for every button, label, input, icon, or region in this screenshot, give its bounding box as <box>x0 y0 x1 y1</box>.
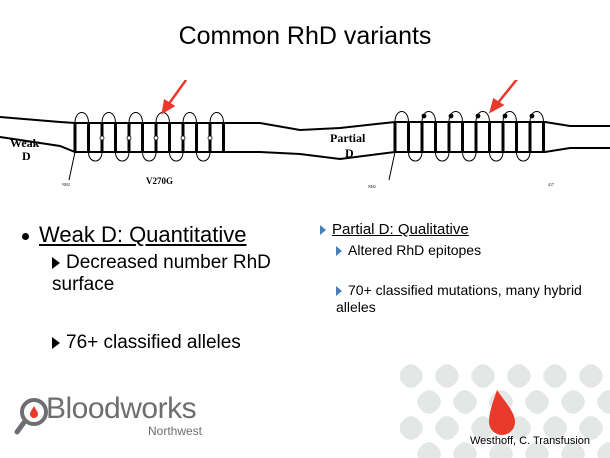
membrane-lines <box>0 116 610 161</box>
mutation-dot <box>126 135 132 141</box>
partial-d-bullet: Partial D: Qualitative <box>320 221 469 238</box>
pattern-droplet <box>579 364 603 388</box>
pattern-droplet <box>597 442 610 458</box>
partial-d-item-2: 70+ classified mutations, many hybrid al… <box>336 282 586 316</box>
pattern-droplet <box>435 364 459 388</box>
droplet-pattern <box>400 364 610 458</box>
partial-d-helices <box>388 111 545 181</box>
item-text: 70+ classified mutations, many hybrid al… <box>336 282 582 315</box>
pattern-droplet <box>525 442 549 458</box>
mutation-dot <box>529 113 535 119</box>
partial-d-heading: Partial D: Qualitative <box>332 221 469 238</box>
pattern-droplet <box>543 416 567 440</box>
triangle-bullet-icon <box>336 286 342 297</box>
pattern-droplet <box>471 364 495 388</box>
pattern-droplet <box>400 364 423 388</box>
pattern-droplet <box>489 442 513 458</box>
citation: Westhoff, C. Transfusion <box>470 435 591 447</box>
item-text: Decreased number RhD surface <box>52 252 271 295</box>
partial-d-label: Partial <box>330 131 366 145</box>
nh2-label-partial: NH2 <box>368 184 376 189</box>
pattern-droplet <box>579 416 603 440</box>
weak-d-heading: Weak D: Quantitative <box>39 222 247 247</box>
weak-d-helices <box>68 112 225 181</box>
c-terminus-label: 417 <box>548 182 554 187</box>
partial-d-label-2: D <box>345 146 354 160</box>
pattern-droplet <box>435 416 459 440</box>
pattern-droplet <box>543 364 567 388</box>
triangle-bullet-icon <box>52 256 60 269</box>
bloodworks-logo-icon <box>14 398 48 435</box>
triangle-bullet-icon <box>336 246 342 257</box>
arrow-weak-d <box>161 80 188 115</box>
v270g-label: V270G <box>146 176 173 186</box>
rhd-membrane-diagram: Weak D Partial D V270G NH2 NH2 417 <box>0 80 610 189</box>
weak-d-bullet: Weak D: Quantitative <box>22 222 246 248</box>
logo-subtitle: Northwest <box>148 424 203 438</box>
pattern-droplet <box>417 442 441 458</box>
partial-d-item-1: Altered RhD epitopes <box>336 242 481 258</box>
mutation-dot <box>448 113 454 119</box>
arrow-partial-d <box>489 80 518 114</box>
mutation-dot <box>180 135 186 141</box>
weak-d-item-2: 76+ classified alleles <box>52 332 241 354</box>
triangle-bullet-icon <box>52 336 60 349</box>
mutation-dot <box>153 135 159 141</box>
pattern-droplet <box>597 390 610 414</box>
item-text: Altered RhD epitopes <box>348 242 482 258</box>
item-text: 76+ classified alleles <box>66 332 241 353</box>
nh2-label: NH2 <box>62 182 70 187</box>
pattern-droplet <box>417 390 441 414</box>
mutation-dot <box>475 113 481 119</box>
bullet-dot-icon <box>22 232 29 240</box>
helix-loops <box>388 111 544 181</box>
triangle-bullet-icon <box>320 225 326 236</box>
pattern-droplet <box>561 390 585 414</box>
mutation-dot <box>99 135 105 141</box>
pattern-droplet <box>525 390 549 414</box>
pattern-droplet <box>507 364 531 388</box>
weak-d-item-1: Decreased number RhD surface <box>52 252 312 296</box>
mutation-dot <box>421 113 427 119</box>
pattern-droplet <box>453 442 477 458</box>
weak-d-label: Weak <box>10 136 40 150</box>
pattern-droplet <box>561 442 585 458</box>
helix-loops <box>68 112 224 181</box>
blood-drop-icon <box>489 390 515 435</box>
mutation-dot <box>207 135 213 141</box>
pattern-droplet <box>400 416 423 440</box>
logo-wordmark: Bloodworks <box>46 392 197 425</box>
pattern-droplet <box>471 416 495 440</box>
mutation-dot <box>502 113 508 119</box>
weak-d-label-2: D <box>22 149 31 163</box>
slide-title: Common RhD variants <box>178 22 432 50</box>
pattern-droplet <box>453 390 477 414</box>
